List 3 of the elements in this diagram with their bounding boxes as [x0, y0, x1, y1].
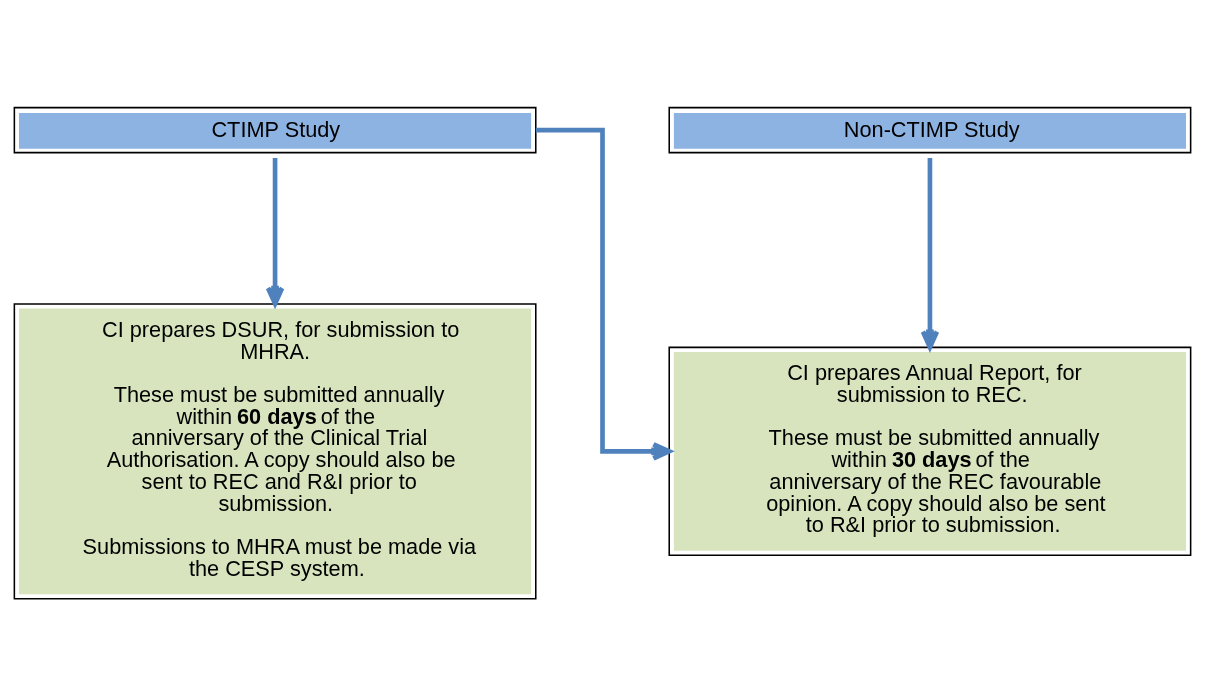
arrow: [265, 157, 285, 306]
arrow: [920, 157, 940, 350]
arrow: [535, 127, 672, 461]
